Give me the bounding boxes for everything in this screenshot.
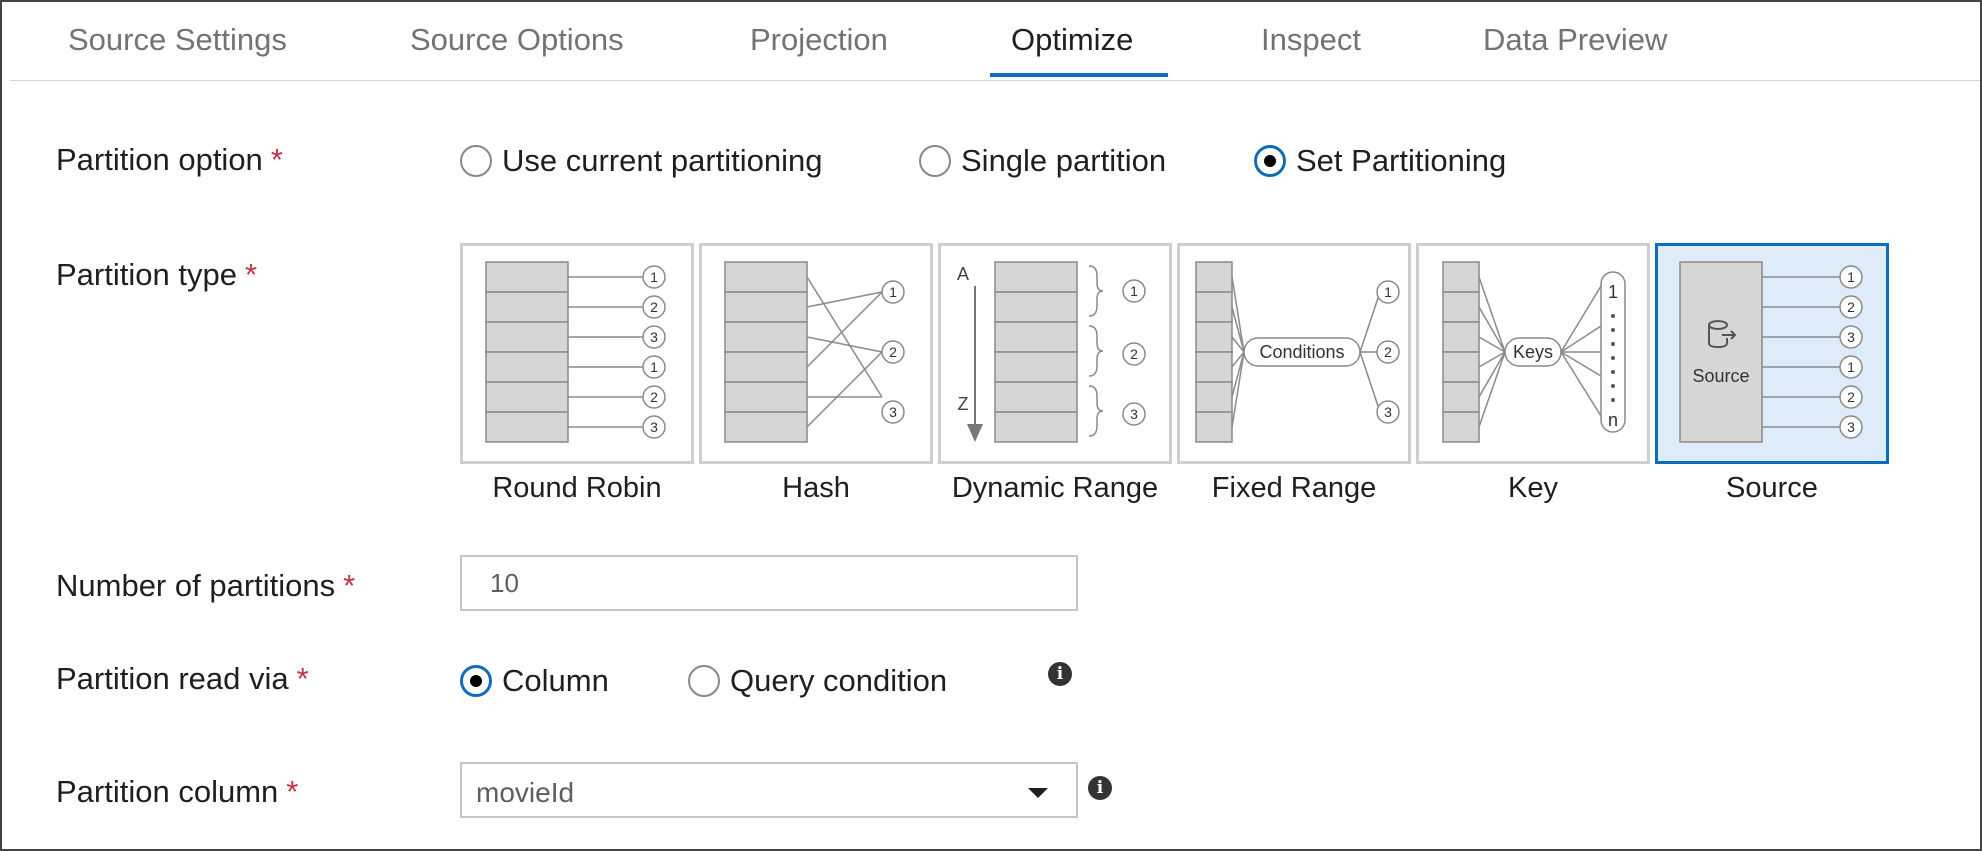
partition-number: 3 <box>1384 404 1392 420</box>
partition-type-fixed-range[interactable]: Conditions 1 2 3 <box>1177 243 1411 464</box>
partition-column-dropdown[interactable]: movieId <box>460 762 1078 818</box>
required-marker: * <box>244 257 258 292</box>
partition-read-via-label: Partition read via* <box>56 661 309 696</box>
hash-label: Hash <box>782 472 850 504</box>
radio-circle[interactable] <box>460 665 492 697</box>
tab-source-options[interactable]: Source Options <box>410 22 624 57</box>
partition-number: 1 <box>889 284 897 300</box>
database-export-icon <box>1708 320 1737 349</box>
radio-label: Single partition <box>961 143 1167 178</box>
chevron-down-icon[interactable] <box>1028 788 1048 798</box>
partition-type-round-robin[interactable]: 1 2 3 1 2 3 <box>460 243 694 464</box>
fixed-range-diagram-icon: Conditions 1 2 3 <box>1195 261 1400 443</box>
fixed-range-label: Fixed Range <box>1211 472 1377 504</box>
radio-circle[interactable] <box>919 145 951 177</box>
partition-type-hash[interactable]: 1 2 3 <box>699 243 933 464</box>
round-robin-label: Round Robin <box>492 472 662 504</box>
tab-source-settings[interactable]: Source Settings <box>68 22 287 57</box>
range-end-letter: Z <box>958 394 969 414</box>
radio-circle[interactable] <box>460 145 492 177</box>
partition-number: 3 <box>1847 419 1855 435</box>
partition-type-label: Partition type* <box>56 257 258 292</box>
radio-query-condition[interactable]: Query condition <box>688 663 947 699</box>
partition-number: 3 <box>1847 329 1855 345</box>
partition-number: 3 <box>650 329 658 345</box>
required-marker: * <box>286 774 299 809</box>
source-diagram-icon: Source 1 2 3 1 2 3 <box>1679 261 1863 443</box>
tab-inspect[interactable]: Inspect <box>1261 22 1361 57</box>
radio-label: Set Partitioning <box>1296 143 1507 178</box>
info-icon[interactable]: i <box>1048 662 1072 686</box>
partition-number: 1 <box>1130 283 1138 299</box>
partition-type-source[interactable]: Source 1 2 3 1 2 3 <box>1655 243 1889 464</box>
round-robin-diagram-icon: 1 2 3 1 2 3 <box>485 261 666 443</box>
partition-number: 3 <box>889 404 897 420</box>
required-marker: * <box>343 568 356 603</box>
dynamic-range-label: Dynamic Range <box>951 472 1159 504</box>
tab-data-preview[interactable]: Data Preview <box>1483 22 1668 57</box>
partition-number: 1 <box>1847 359 1855 375</box>
partition-number: 2 <box>650 299 658 315</box>
partition-column-label: Partition column* <box>56 774 299 809</box>
tab-optimize[interactable]: Optimize <box>1011 22 1134 57</box>
radio-circle[interactable] <box>688 665 720 697</box>
hash-diagram-icon: 1 2 3 <box>724 261 905 443</box>
source-label: Source <box>1726 472 1818 504</box>
range-start-letter: A <box>957 264 969 284</box>
partition-number: 2 <box>650 389 658 405</box>
radio-single-partition[interactable]: Single partition <box>919 143 1166 179</box>
partition-number: 1 <box>1384 284 1392 300</box>
radio-label: Use current partitioning <box>502 143 823 178</box>
required-marker: * <box>270 142 283 177</box>
number-of-partitions-label: Number of partitions* <box>56 568 356 603</box>
partition-option-label: Partition option* <box>56 142 283 177</box>
source-text: Source <box>1692 366 1749 386</box>
tab-projection[interactable]: Projection <box>750 22 888 57</box>
active-tab-indicator <box>990 73 1168 77</box>
keys-text: Keys <box>1513 342 1553 362</box>
conditions-text: Conditions <box>1259 342 1344 362</box>
partition-number: 3 <box>1130 406 1138 422</box>
partition-number: 2 <box>1130 346 1138 362</box>
partition-column-value: movieId <box>476 777 575 808</box>
key-first-number: 1 <box>1608 282 1618 302</box>
partition-number: 1 <box>650 269 658 285</box>
number-of-partitions-input[interactable] <box>460 555 1078 611</box>
partition-number: 1 <box>650 359 658 375</box>
radio-circle[interactable] <box>1254 145 1286 177</box>
dynamic-range-diagram-icon: A Z 1 2 3 <box>957 261 1146 443</box>
partition-number: 2 <box>1847 389 1855 405</box>
required-marker: * <box>296 661 309 696</box>
partition-number: 2 <box>1384 344 1392 360</box>
partition-number: 2 <box>889 344 897 360</box>
info-icon[interactable]: i <box>1088 776 1112 800</box>
partition-type-dynamic-range[interactable]: A Z 1 2 3 <box>938 243 1172 464</box>
radio-use-current-partitioning[interactable]: Use current partitioning <box>460 143 823 179</box>
key-last-number: n <box>1608 410 1618 430</box>
radio-label: Column <box>502 663 609 698</box>
partition-type-key[interactable]: Keys 1 n <box>1416 243 1650 464</box>
radio-label: Query condition <box>730 663 948 698</box>
partition-number: 1 <box>1847 269 1855 285</box>
tab-bar: Source Settings Source Options Projectio… <box>10 2 1980 81</box>
key-diagram-icon: Keys 1 n <box>1442 261 1626 443</box>
partition-number: 2 <box>1847 299 1855 315</box>
key-label: Key <box>1508 472 1558 504</box>
radio-set-partitioning[interactable]: Set Partitioning <box>1254 143 1506 179</box>
partition-number: 3 <box>650 419 658 435</box>
radio-column[interactable]: Column <box>460 663 609 699</box>
